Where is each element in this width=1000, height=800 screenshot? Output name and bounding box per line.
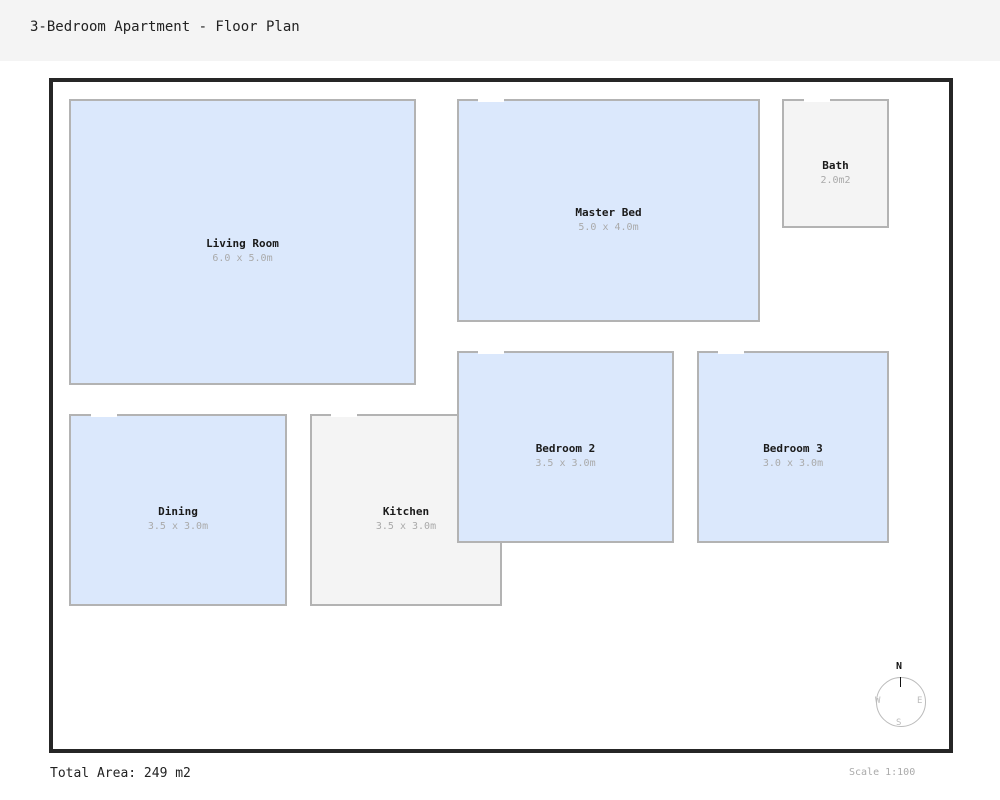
room-living-room[interactable]: Living Room 6.0 x 5.0m xyxy=(69,99,416,385)
compass-east: E xyxy=(917,696,923,706)
room-name: Bath xyxy=(822,159,849,172)
compass-icon xyxy=(876,677,926,727)
room-size: 5.0 x 4.0m xyxy=(578,222,639,233)
room-size: 3.5 x 3.0m xyxy=(147,521,209,532)
room-name: Bedroom 3 xyxy=(763,442,823,455)
header: 3-Bedroom Apartment - Floor Plan xyxy=(0,0,1000,61)
door xyxy=(804,99,830,102)
compass-south: S xyxy=(896,718,902,728)
room-size: 2.0m2 xyxy=(820,175,851,186)
room-size: 3.0 x 3.0m xyxy=(762,458,824,469)
room-bath[interactable]: Bath 2.0m2 xyxy=(782,99,889,228)
room-dining[interactable]: Dining 3.5 x 3.0m xyxy=(69,414,287,606)
door xyxy=(331,414,357,417)
door xyxy=(718,351,744,354)
apartment-outline xyxy=(49,78,953,753)
door xyxy=(478,99,504,102)
room-name: Living Room xyxy=(206,237,279,250)
room-size: 3.5 x 3.0m xyxy=(535,458,596,469)
room-size: 6.0 x 5.0m xyxy=(212,253,273,264)
scale-label: Scale 1:100 xyxy=(849,767,916,778)
room-name: Kitchen xyxy=(382,505,430,518)
room-name: Dining xyxy=(158,505,198,518)
compass-needle xyxy=(900,677,901,687)
room-name: Master Bed xyxy=(575,206,642,219)
room-bedroom-2[interactable]: Bedroom 2 3.5 x 3.0m xyxy=(457,351,674,543)
room-name: Bedroom 2 xyxy=(535,442,596,455)
room-size: 3.5 x 3.0m xyxy=(375,521,437,532)
total-area: Total Area: 249 m2 xyxy=(50,766,191,781)
room-master-bed[interactable]: Master Bed 5.0 x 4.0m xyxy=(457,99,760,322)
door xyxy=(478,351,504,354)
room-bedroom-3[interactable]: Bedroom 3 3.0 x 3.0m xyxy=(697,351,889,543)
page-title: 3-Bedroom Apartment - Floor Plan xyxy=(30,19,300,35)
compass-west: W xyxy=(875,696,881,706)
compass-north: N xyxy=(896,661,903,672)
door xyxy=(91,414,117,417)
